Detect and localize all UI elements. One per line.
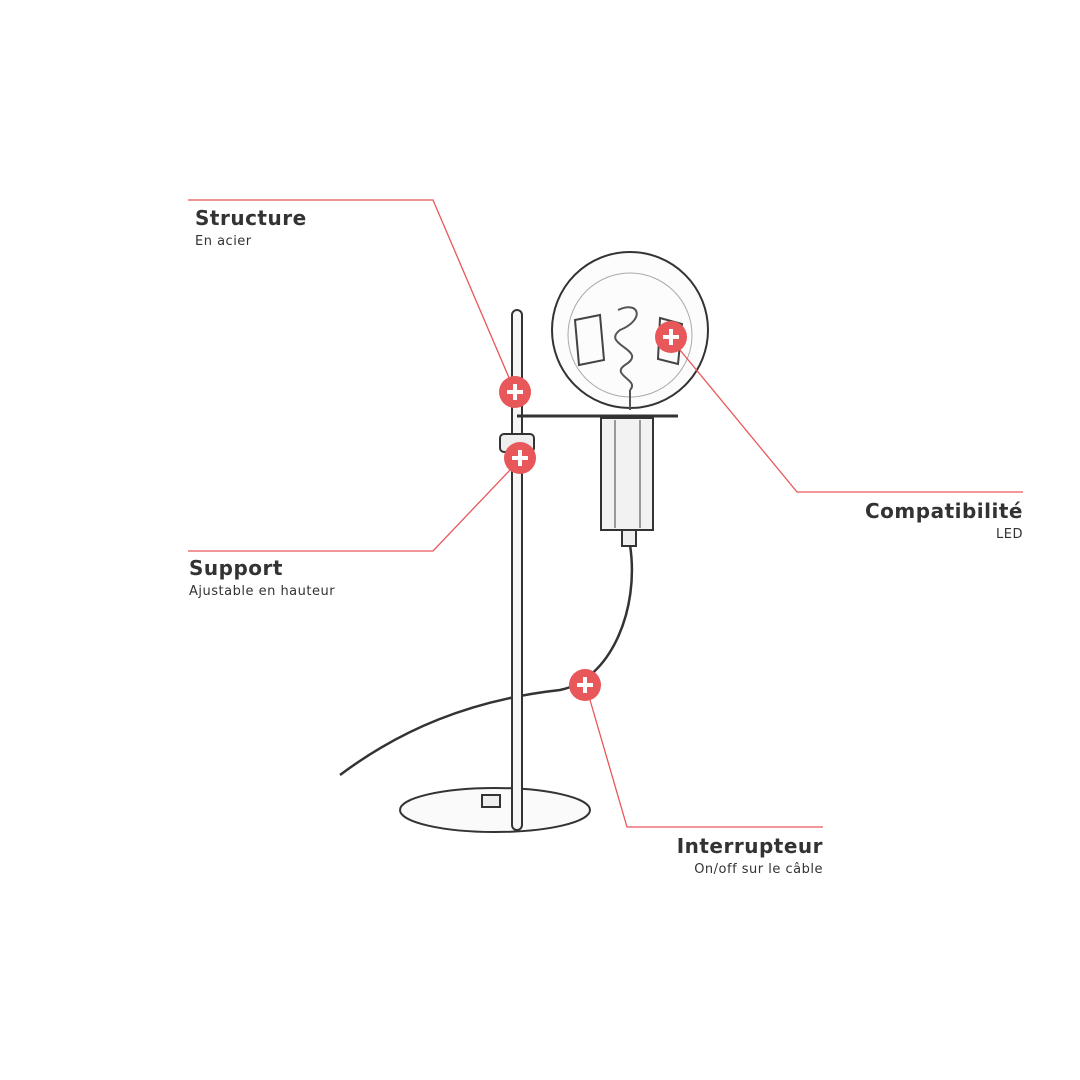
base-clip bbox=[481, 794, 501, 808]
structure-leader bbox=[188, 199, 511, 381]
cable bbox=[339, 544, 634, 777]
feature-subtitle: LED bbox=[996, 527, 1023, 542]
socket-cap bbox=[621, 529, 637, 547]
support-hotspot-plus-icon[interactable] bbox=[504, 442, 536, 474]
feature-subtitle: Ajustable en hauteur bbox=[189, 584, 336, 599]
structure-hotspot-plus-icon[interactable] bbox=[499, 376, 531, 408]
filament bbox=[614, 306, 638, 391]
lamp-base bbox=[399, 787, 591, 833]
feature-subtitle: On/off sur le câble bbox=[694, 862, 823, 877]
feature-interrupteur: Interrupteur On/off sur le câble bbox=[677, 834, 823, 877]
callout-lines bbox=[188, 199, 1023, 828]
lamp-sketch bbox=[339, 251, 709, 833]
feature-title: Structure bbox=[195, 206, 307, 230]
feature-support: Support Ajustable en hauteur bbox=[189, 556, 335, 599]
feature-title: Compatibilité bbox=[865, 499, 1023, 523]
support-leader bbox=[188, 469, 511, 552]
feature-compatibilite: Compatibilité LED bbox=[865, 499, 1023, 542]
feature-title: Support bbox=[189, 556, 283, 580]
feature-title: Interrupteur bbox=[676, 834, 823, 858]
feature-structure: Structure En acier bbox=[195, 206, 307, 249]
feature-subtitle: En acier bbox=[195, 234, 252, 249]
interrupteur-leader bbox=[589, 699, 823, 828]
interrupteur-hotspot-plus-icon[interactable] bbox=[569, 669, 601, 701]
socket bbox=[600, 417, 654, 531]
compatibilite-leader bbox=[679, 349, 1023, 493]
compatibilite-hotspot-plus-icon[interactable] bbox=[655, 321, 687, 353]
